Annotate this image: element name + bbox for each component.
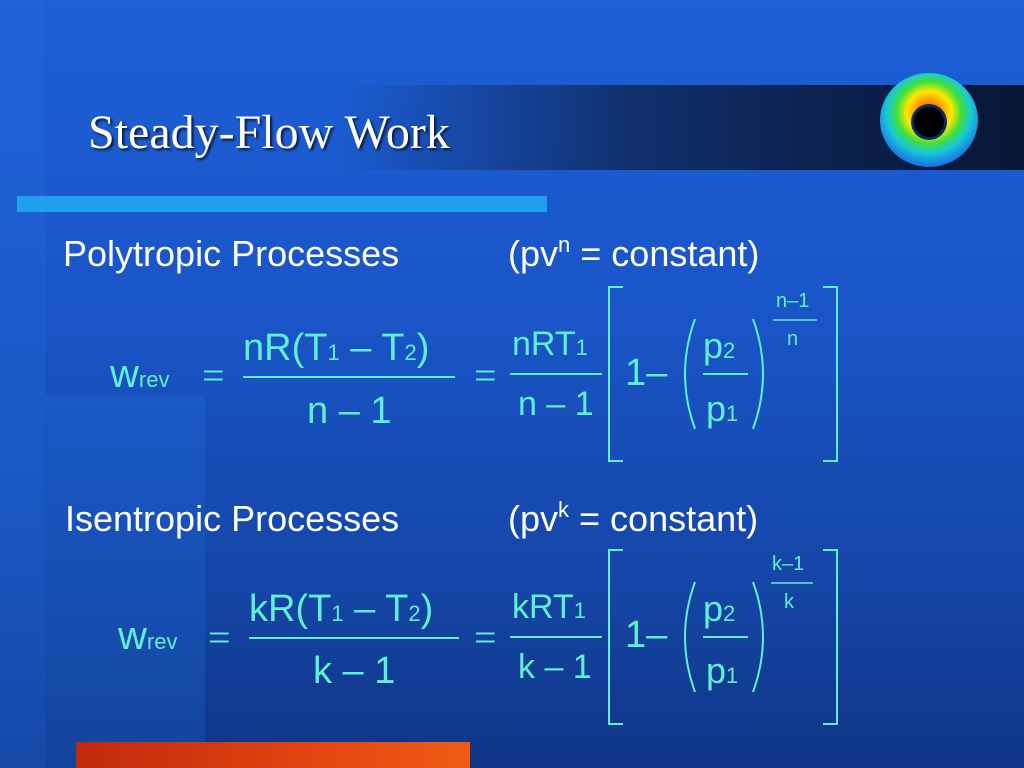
right-bracket <box>823 286 838 462</box>
equals-sign: = <box>208 615 231 660</box>
equals-sign: = <box>474 353 497 398</box>
right-paren <box>752 318 764 430</box>
left-bracket <box>608 286 623 462</box>
work-symbol: wrev <box>118 614 178 658</box>
slide-title: Steady-Flow Work <box>88 106 450 159</box>
fraction-denominator: k – 1 <box>518 648 592 686</box>
exponent-numerator: k–1 <box>772 553 805 575</box>
fraction-denominator: n – 1 <box>307 390 392 432</box>
fraction-numerator: kR(T1 – T2) <box>249 588 434 630</box>
equals-sign: = <box>474 615 497 660</box>
fraction-numerator: nR(T1 – T2) <box>243 327 430 369</box>
red-accent-bar <box>76 742 470 768</box>
left-panel <box>0 0 45 768</box>
pressure-ratio-denominator: p1 <box>706 650 739 691</box>
left-paren <box>684 581 696 693</box>
contour-logo-icon <box>880 73 978 167</box>
fraction-line <box>510 636 602 638</box>
pressure-ratio-numerator: p2 <box>703 325 736 366</box>
one-minus: 1– <box>625 352 668 394</box>
process-condition: (pvk = constant) <box>508 497 759 539</box>
section-heading: Isentropic Processes <box>65 498 400 539</box>
fraction-line <box>510 373 602 375</box>
left-bracket <box>608 549 623 725</box>
bracket-group <box>608 286 838 462</box>
pressure-ratio-numerator: p2 <box>703 588 736 629</box>
fraction-numerator: kRT1 <box>512 588 586 626</box>
left-paren <box>684 318 696 430</box>
right-bracket <box>823 549 838 725</box>
section-heading: Polytropic Processes <box>63 233 400 274</box>
process-condition: (pvn = constant) <box>508 232 760 274</box>
exponent-numerator: n–1 <box>776 290 810 312</box>
work-symbol: wrev <box>110 352 170 396</box>
fraction-line <box>249 637 459 639</box>
equals-sign: = <box>202 353 225 398</box>
background-shade <box>45 395 205 768</box>
title-band <box>45 85 1024 170</box>
fraction-line <box>243 376 455 378</box>
fraction-denominator: k – 1 <box>313 650 396 692</box>
pressure-ratio-denominator: p1 <box>706 388 739 429</box>
one-minus: 1– <box>625 614 668 656</box>
fraction-numerator: nRT1 <box>512 325 588 363</box>
accent-bar <box>17 196 547 212</box>
right-paren <box>752 581 764 693</box>
bracket-group <box>608 549 838 725</box>
exponent-denominator: k <box>784 591 794 613</box>
fraction-denominator: n – 1 <box>518 385 594 423</box>
exponent-denominator: n <box>787 328 799 350</box>
